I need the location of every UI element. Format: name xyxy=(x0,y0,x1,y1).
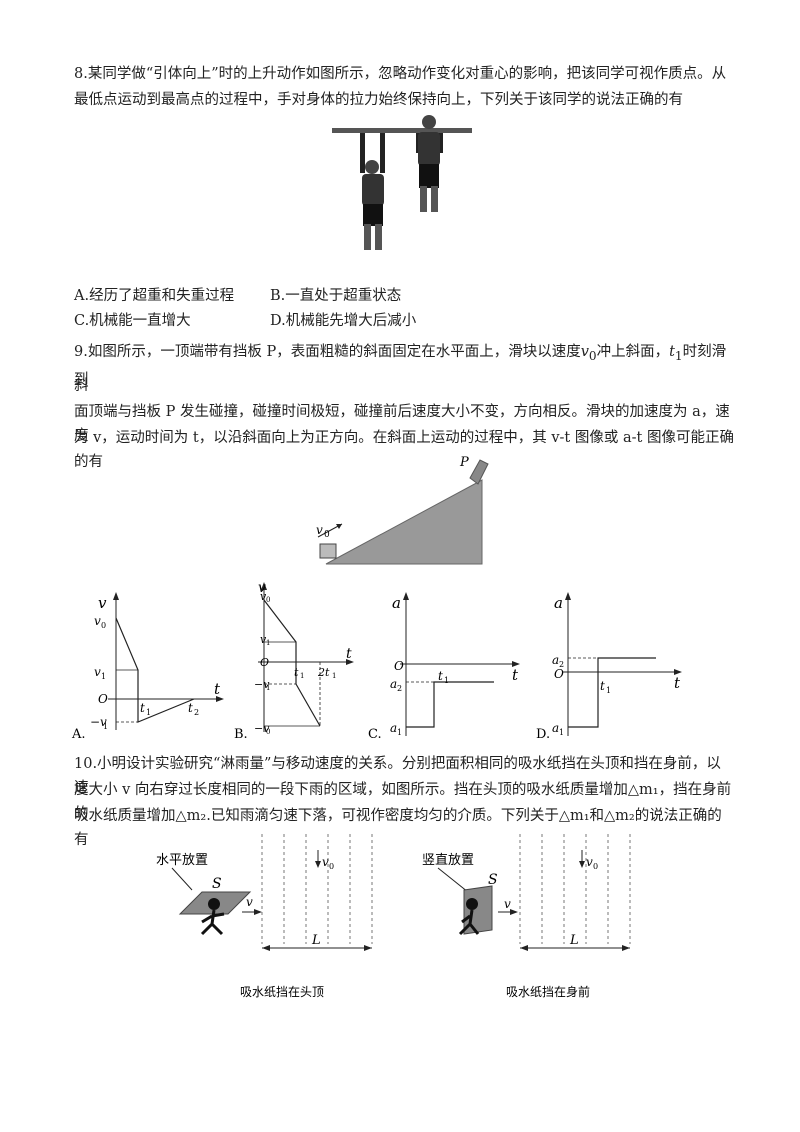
q10-stem-line2: 度大小 v 向右穿过长度相同的一段下雨的区域，如图所示。挡在头顶的吸水纸质量增加… xyxy=(74,782,732,822)
svg-text:v: v xyxy=(98,594,107,612)
graph-b-label[interactable]: B. xyxy=(234,727,248,742)
svg-text:a: a xyxy=(552,653,559,667)
q10-stem-line1: 10.小明设计实验研究“淋雨量”与移动速度的关系。分别把面积相同的吸水纸挡在头顶… xyxy=(74,756,721,796)
q9-stem-line1: 9.如图所示，一顶端带有挡板 P，表面粗糙的斜面固定在水平面上，滑块以速度v0冲… xyxy=(74,344,727,388)
svg-text:v: v xyxy=(260,590,267,603)
label-p: P xyxy=(459,455,469,470)
q8-option-b[interactable]: B.一直处于超重状态 xyxy=(270,288,402,304)
svg-text:1: 1 xyxy=(103,722,108,731)
svg-text:0: 0 xyxy=(266,728,270,736)
svg-text:2: 2 xyxy=(397,684,402,693)
q8-option-a[interactable]: A.经历了超重和失重过程 xyxy=(74,288,235,304)
q8-option-c[interactable]: C.机械能一直增大 xyxy=(74,313,191,329)
svg-text:O: O xyxy=(394,659,404,673)
svg-text:t: t xyxy=(674,674,681,692)
q8-option-d[interactable]: D.机械能先增大后减小 xyxy=(270,313,417,329)
svg-text:−v: −v xyxy=(254,722,270,735)
svg-text:2: 2 xyxy=(194,708,199,717)
caption-horizontal: 吸水纸挡在头顶 xyxy=(240,985,324,999)
svg-text:t: t xyxy=(188,701,193,715)
pullup-figure xyxy=(332,115,472,250)
svg-text:S: S xyxy=(488,872,498,888)
svg-text:S: S xyxy=(212,876,222,892)
svg-text:2t: 2t xyxy=(317,666,330,679)
svg-text:2: 2 xyxy=(559,660,564,669)
svg-text:O: O xyxy=(554,667,564,681)
svg-text:1: 1 xyxy=(332,672,336,680)
label-vertical: 竖直放置 xyxy=(422,853,474,868)
q9-stem-line2: 斜 xyxy=(74,378,89,394)
q9-stem-line4: 为 v，运动时间为 t，以沿斜面向上为正方向。在斜面上运动的过程中，其 v-t … xyxy=(74,430,734,470)
svg-text:t: t xyxy=(214,680,221,698)
svg-text:−v: −v xyxy=(90,715,107,729)
q10-stem-line3: 吸水纸质量增加△m₂.已知雨滴匀速下落，可视作密度均匀的介质。下列关于△m₁和△… xyxy=(74,808,722,848)
svg-text:a: a xyxy=(392,594,401,612)
svg-text:1: 1 xyxy=(266,639,270,647)
svg-text:t: t xyxy=(512,666,519,684)
svg-text:a: a xyxy=(390,677,397,691)
svg-text:1: 1 xyxy=(444,676,449,685)
graph-c-label[interactable]: C. xyxy=(368,727,382,742)
svg-text:O: O xyxy=(260,656,269,669)
svg-text:1: 1 xyxy=(559,728,564,737)
svg-text:v: v xyxy=(258,580,266,596)
label-v0: v xyxy=(316,523,323,537)
caption-vertical: 吸水纸挡在身前 xyxy=(506,984,590,999)
incline-figure: P v 0 xyxy=(316,455,489,565)
svg-text:v: v xyxy=(504,897,511,911)
svg-text:t: t xyxy=(140,701,145,715)
q9-stem-line3: 面顶端与挡板 P 发生碰撞，碰撞时间极短，碰撞前后速度大小不变，方向相反。滑块的… xyxy=(74,404,730,444)
svg-text:1: 1 xyxy=(606,686,611,695)
svg-text:0: 0 xyxy=(329,862,334,871)
svg-text:v: v xyxy=(260,633,267,646)
svg-text:0: 0 xyxy=(266,596,270,604)
svg-text:v: v xyxy=(94,614,101,628)
svg-text:v: v xyxy=(246,895,253,909)
svg-text:1: 1 xyxy=(266,684,270,692)
svg-text:a: a xyxy=(390,721,397,735)
svg-text:0: 0 xyxy=(593,862,598,871)
svg-text:v: v xyxy=(322,855,329,869)
label-horizontal: 水平放置 xyxy=(156,853,208,868)
svg-text:v: v xyxy=(586,855,593,869)
svg-text:0: 0 xyxy=(324,530,330,540)
svg-text:t: t xyxy=(294,666,299,679)
q8-stem-line1: 8.某同学做“引体向上”时的上升动作如图所示，忽略动作变化对重心的影响，把该同学… xyxy=(74,66,727,82)
svg-text:t: t xyxy=(600,679,605,693)
q8-stem-line2: 最低点运动到最高点的过程中，手对身体的拉力始终保持向上，下列关于该同学的说法正确… xyxy=(74,92,683,108)
svg-text:1: 1 xyxy=(397,728,402,737)
svg-text:1: 1 xyxy=(101,672,106,681)
svg-text:a: a xyxy=(552,721,559,735)
graph-d-label[interactable]: D. xyxy=(536,727,550,742)
svg-text:−v: −v xyxy=(254,678,270,691)
svg-text:t: t xyxy=(346,646,352,662)
svg-text:a: a xyxy=(554,594,563,612)
svg-text:L: L xyxy=(311,933,321,948)
svg-text:v: v xyxy=(94,665,101,679)
svg-text:1: 1 xyxy=(146,708,151,717)
svg-text:L: L xyxy=(569,933,579,948)
svg-text:0: 0 xyxy=(101,621,106,630)
svg-text:1: 1 xyxy=(300,672,304,680)
svg-text:O: O xyxy=(98,692,108,706)
graph-a-label[interactable]: A. xyxy=(71,727,86,742)
svg-text:t: t xyxy=(438,669,443,683)
